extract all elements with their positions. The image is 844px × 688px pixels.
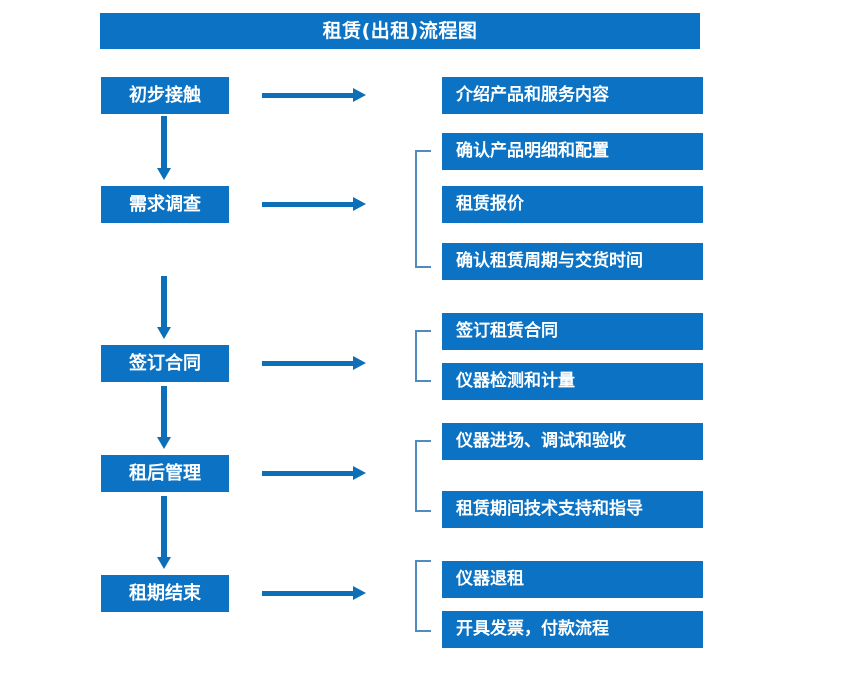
arrow-shaft bbox=[161, 276, 167, 327]
arrow-shaft bbox=[262, 93, 354, 98]
arrow-head bbox=[157, 437, 171, 449]
detail-box-4-2[interactable]: 租赁期间技术支持和指导 bbox=[442, 491, 703, 528]
arrow-shaft bbox=[262, 361, 354, 366]
bracket-group-stage2 bbox=[415, 150, 431, 268]
arrow-right-stage3 bbox=[262, 356, 366, 370]
arrow-shaft bbox=[161, 496, 167, 557]
detail-box-2-2[interactable]: 租赁报价 bbox=[442, 186, 703, 223]
arrow-head bbox=[157, 327, 171, 339]
stage-box-4[interactable]: 租后管理 bbox=[101, 455, 229, 492]
arrow-shaft bbox=[161, 116, 167, 168]
arrow-shaft bbox=[262, 591, 354, 596]
stage-box-1[interactable]: 初步接触 bbox=[101, 77, 229, 114]
arrow-shaft bbox=[161, 386, 167, 437]
bracket-group-stage4 bbox=[415, 440, 431, 512]
arrow-head bbox=[353, 356, 366, 370]
arrow-shaft bbox=[262, 471, 354, 476]
arrow-down-stage3-stage4 bbox=[157, 386, 171, 449]
bracket-group-stage5 bbox=[415, 560, 431, 632]
detail-box-2-1[interactable]: 确认产品明细和配置 bbox=[442, 133, 703, 170]
detail-box-1-1[interactable]: 介绍产品和服务内容 bbox=[442, 77, 703, 114]
stage-box-5[interactable]: 租期结束 bbox=[101, 575, 229, 612]
stage-box-3[interactable]: 签订合同 bbox=[101, 345, 229, 382]
arrow-head bbox=[353, 466, 366, 480]
page-title: 租赁(出租)流程图 bbox=[100, 13, 700, 49]
detail-box-3-1[interactable]: 签订租赁合同 bbox=[442, 313, 703, 350]
arrow-right-stage2 bbox=[262, 197, 366, 211]
arrow-head bbox=[157, 168, 171, 180]
arrow-down-stage1-stage2 bbox=[157, 116, 171, 180]
detail-box-2-3[interactable]: 确认租赁周期与交货时间 bbox=[442, 243, 703, 280]
arrow-right-stage1 bbox=[262, 88, 366, 102]
stage-box-2[interactable]: 需求调查 bbox=[101, 186, 229, 223]
arrow-head bbox=[353, 88, 366, 102]
arrow-head bbox=[157, 557, 171, 569]
arrow-down-stage4-stage5 bbox=[157, 496, 171, 569]
arrow-head bbox=[353, 586, 366, 600]
bracket-group-stage3 bbox=[415, 330, 431, 382]
arrow-head bbox=[353, 197, 366, 211]
detail-box-5-1[interactable]: 仪器退租 bbox=[442, 561, 703, 598]
arrow-shaft bbox=[262, 202, 354, 207]
arrow-right-stage5 bbox=[262, 586, 366, 600]
detail-box-4-1[interactable]: 仪器进场、调试和验收 bbox=[442, 423, 703, 460]
arrow-down-stage2-stage3 bbox=[157, 276, 171, 339]
arrow-right-stage4 bbox=[262, 466, 366, 480]
detail-box-5-2[interactable]: 开具发票，付款流程 bbox=[442, 611, 703, 648]
detail-box-3-2[interactable]: 仪器检测和计量 bbox=[442, 363, 703, 400]
